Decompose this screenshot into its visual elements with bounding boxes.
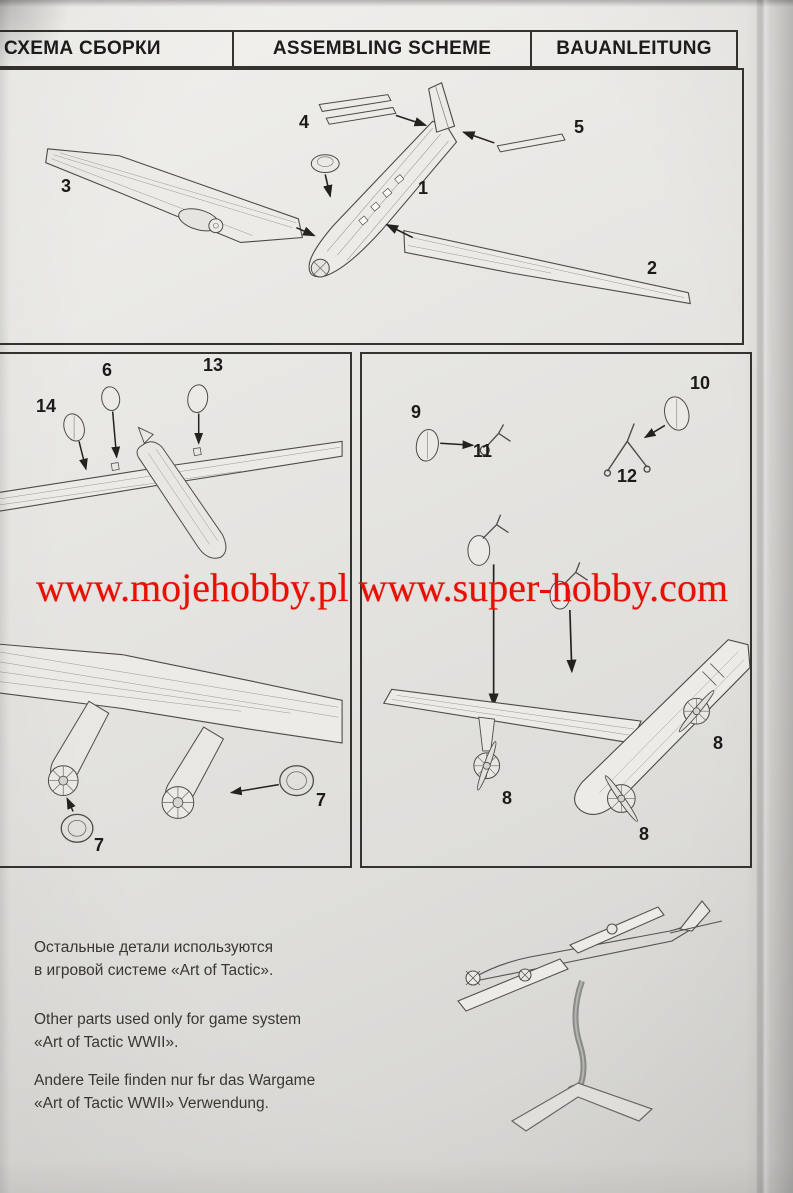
note-russian-line1: Остальные детали используются [34,939,274,956]
part-number-10: 10 [690,373,711,393]
header-cell-english: ASSEMBLING SCHEME [234,32,532,66]
gear-assembly-2-drawing [549,562,589,674]
wing-underside-panel [0,352,352,868]
gear-assembly-1-drawing [467,514,509,707]
part-number-2: 2 [647,258,658,278]
stabilizer-right-part-drawing [461,131,566,153]
part-number-8-b: 8 [502,788,513,808]
part-number-8-c: 8 [639,824,650,844]
fuselage-part-drawing [308,82,458,278]
part-number-13: 13 [203,355,224,375]
title-german: BAUANLEITUNG [556,38,712,59]
wing-underside-drawing [0,384,343,843]
part-number-8-a: 8 [713,733,724,753]
title-english: ASSEMBLING SCHEME [272,38,492,59]
main-assembly-drawing [45,82,691,305]
part-number-6: 6 [102,360,113,380]
watermark-text: www.mojehobby.pl www.super-hobby.com [36,565,729,610]
center-wing-section-drawing [0,426,343,559]
part-number-7-b: 7 [94,835,105,855]
stabilizer-left-part-drawing [318,94,428,127]
note-russian-line2: в игровой системе «Art of Tactic». [34,962,274,979]
landing-gear-drawing [382,396,750,822]
part-number-9: 9 [411,402,422,422]
assembled-model-drawing [457,900,723,1132]
wing-left-part-drawing [45,148,316,244]
note-english-line1: Other parts used only for game system [34,1011,302,1028]
note-german-line1: Andere Teile finden nur fьr das Wargame [34,1072,316,1089]
part-number-4: 4 [299,112,310,132]
note-german-line2: «Art of Tactic WWII» Verwendung. [34,1095,269,1112]
wheel-part-9-drawing [415,429,475,462]
header-cell-russian: СХЕМА СБОРКИ [0,32,234,66]
wing-right-part-drawing [385,224,691,305]
header: СХЕМА СБОРКИ ASSEMBLING SCHEME BAUANLEIT… [0,30,738,68]
title-russian: СХЕМА СБОРКИ [4,38,161,59]
small-part-13-drawing [187,384,209,445]
part-number-3: 3 [61,176,72,196]
header-cell-german: BAUANLEITUNG [532,32,736,66]
dome-part-drawing [310,154,340,198]
gear-fork-part-12-drawing [603,423,651,477]
small-part-14-drawing [63,413,88,471]
small-part-6-drawing [101,386,121,459]
footer-notes: Остальные детали используются в игровой … [34,936,315,1115]
part-number-11: 11 [473,441,493,461]
part-number-7-a: 7 [316,790,327,810]
part-number-5: 5 [574,117,585,137]
strut-part-11-drawing [479,424,511,456]
wheel-part-10-drawing [643,396,690,439]
part-number-12: 12 [617,466,638,486]
main-assembly-panel [0,68,744,345]
stand-base [510,1082,654,1132]
part-number-14: 14 [36,396,57,416]
engine-cowling-assembly-drawing [0,643,343,843]
note-english-line2: «Art of Tactic WWII». [34,1034,179,1051]
nose-section-drawing [382,639,750,822]
landing-gear-panel [360,352,752,868]
part-number-1: 1 [418,178,429,198]
